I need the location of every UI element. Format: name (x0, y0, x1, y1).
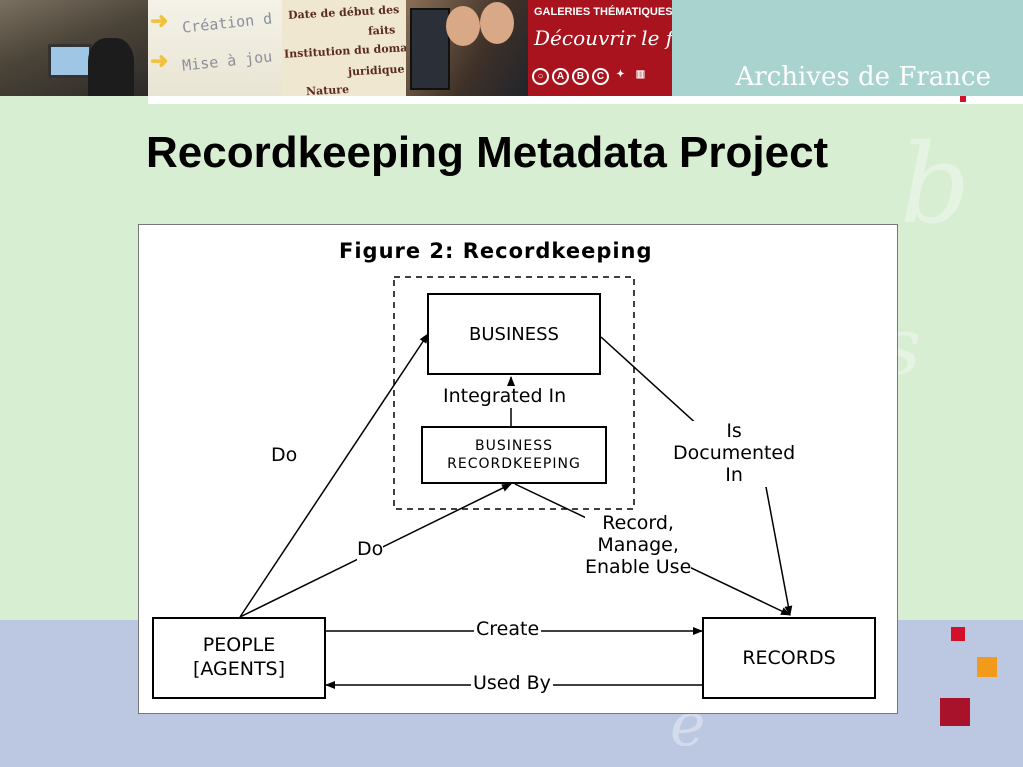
business-recordkeeping-label-line1: BUSINESS (475, 437, 553, 454)
arrow-right-icon: ➜ (150, 48, 169, 73)
is-documented-line3: In (725, 463, 743, 486)
letter-a-icon: A (552, 68, 569, 85)
business-box: BUSINESS (427, 293, 601, 375)
star-icon: ✦ (616, 69, 625, 80)
header-banner: ➜ Création d ➜ Mise à jou Date de début … (0, 0, 1023, 96)
decorative-square-darkred (940, 698, 970, 726)
banner-text: Création d (181, 9, 274, 37)
brand-logo: Archives de France (735, 62, 991, 92)
decorative-square-orange (977, 657, 997, 677)
people-agents-box: PEOPLE [AGENTS] (152, 617, 326, 699)
banner-divider (148, 96, 1023, 104)
business-recordkeeping-box: BUSINESS RECORDKEEPING (421, 426, 607, 484)
record-manage-line1: Record, (602, 512, 674, 534)
banner-galeries: GALERIES THÉMATIQUES Découvrir le fo ○ A… (528, 0, 672, 96)
watermark-texture: b (900, 120, 971, 248)
integrated-in-label: Integrated In (443, 385, 567, 408)
computer-monitor-icon (48, 44, 92, 78)
banner-text: Institution du domaine (283, 40, 406, 61)
banner-photo-reading-room (0, 0, 148, 96)
banner-text: Découvrir le fo (534, 26, 672, 50)
banner-photo-form-screen: ➜ Création d ➜ Mise à jou (148, 0, 282, 96)
people-label-line1: PEOPLE (202, 634, 276, 657)
page-title: Recordkeeping Metadata Project (146, 128, 829, 177)
record-manage-enable-label: Record, Manage, Enable Use (585, 512, 692, 579)
do-label-left: Do (271, 444, 298, 467)
person-silhouette-icon (88, 38, 134, 96)
is-documented-line1: Is (726, 420, 742, 442)
banner-text: Date de début des (287, 3, 400, 22)
used-by-label: Used By (471, 672, 553, 695)
banner-icon-row: ○ A B C ✦ ▥ (532, 68, 649, 85)
search-icon: ○ (532, 68, 549, 85)
is-documented-in-arrow (600, 336, 793, 616)
face-shape (480, 2, 514, 44)
letter-c-icon: C (592, 68, 609, 85)
do-label-middle: Do (357, 538, 384, 561)
banner-photo-form-fields: Date de début des faits Institution du d… (282, 0, 406, 96)
records-label: RECORDS (742, 647, 836, 669)
arrow-right-icon: ➜ (150, 8, 169, 33)
business-recordkeeping-label-line2: RECORDKEEPING (447, 456, 581, 472)
do-arrow-business (239, 333, 429, 618)
banner-text: GALERIES THÉMATIQUES (534, 6, 672, 18)
banner-text: Mise à jou (181, 47, 274, 75)
book-icon: ▥ (635, 69, 646, 80)
create-label: Create (474, 618, 542, 641)
banner-photo-children (406, 0, 528, 96)
is-documented-in-label: Is Documented In (673, 420, 796, 487)
brand-accent-square (960, 96, 966, 102)
people-label-line2: [AGENTS] (192, 658, 286, 680)
recordkeeping-dashed-boundary (393, 276, 635, 510)
recordkeeping-diagram: Figure 2: Recordkeeping BUSINESS BUSINES… (138, 224, 898, 714)
is-documented-line2: Documented (673, 441, 796, 464)
letter-b-icon: B (572, 68, 589, 85)
record-manage-line2: Manage, (597, 533, 679, 556)
face-shape (446, 6, 480, 46)
banner-text: faits (367, 23, 396, 38)
business-label: BUSINESS (469, 323, 559, 345)
record-manage-line3: Enable Use (585, 555, 692, 578)
figure-title: Figure 2: Recordkeeping (339, 239, 653, 263)
banner-text: Nature (305, 82, 350, 96)
records-box: RECORDS (702, 617, 876, 699)
decorative-square-red (951, 627, 965, 641)
banner-text: juridique (347, 62, 405, 79)
computer-monitor-icon (410, 8, 450, 90)
